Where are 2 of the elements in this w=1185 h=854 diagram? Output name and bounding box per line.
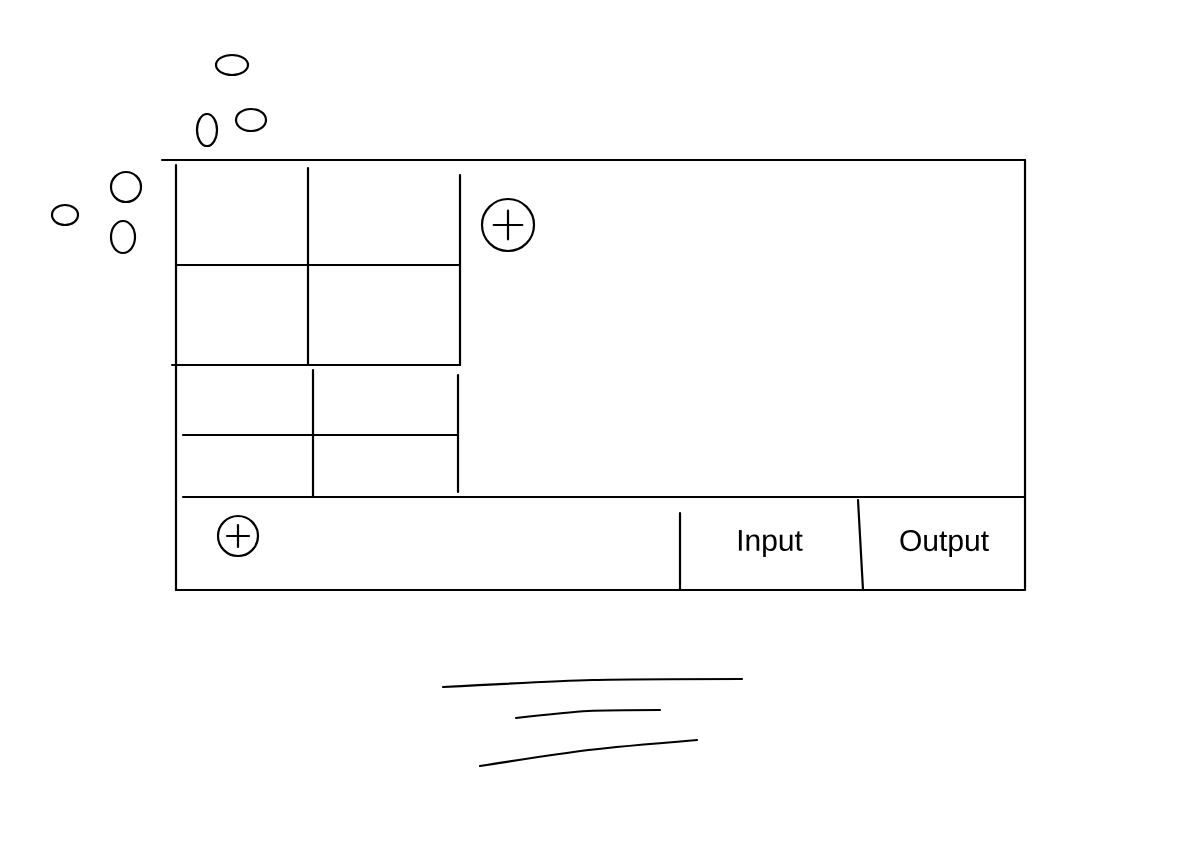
output-cell: Output bbox=[900, 529, 989, 558]
input-cell: Input bbox=[738, 530, 803, 557]
